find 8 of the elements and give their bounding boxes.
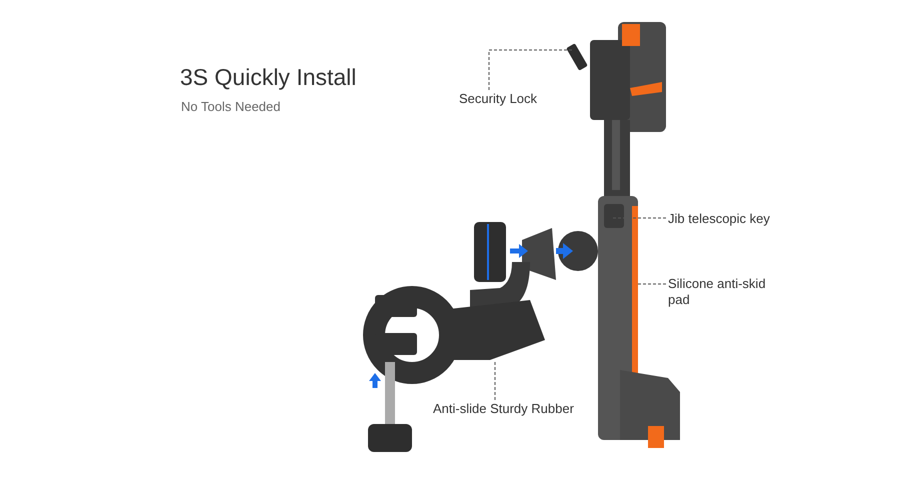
subtitle: No Tools Needed (181, 99, 280, 114)
callout-label: Jib telescopic key (668, 211, 808, 227)
leader-line (494, 362, 496, 400)
callout-label: Anti-slide Sturdy Rubber (433, 401, 593, 417)
leader-line (488, 50, 574, 90)
callout-label: Silicone anti-skid pad (668, 276, 780, 308)
title: 3S Quickly Install (180, 64, 356, 91)
callout-label: Security Lock (459, 91, 549, 107)
